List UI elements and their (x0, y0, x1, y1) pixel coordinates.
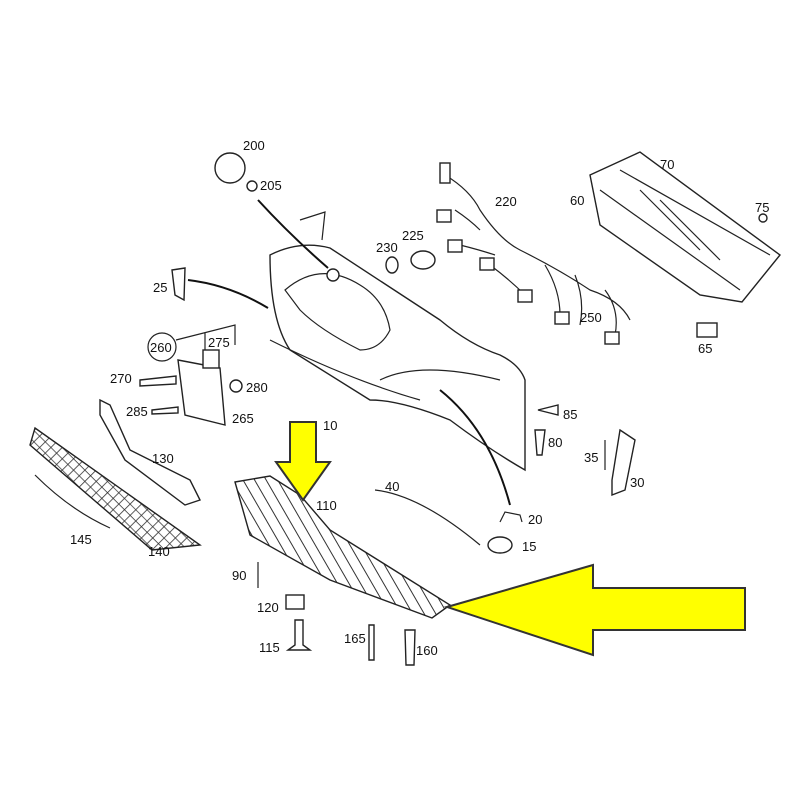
label-25: 25 (153, 280, 167, 295)
label-15: 15 (522, 539, 536, 554)
label-75: 75 (755, 200, 769, 215)
tow-cover-15-part (487, 536, 513, 554)
label-90: 90 (232, 568, 246, 583)
rivet-160-part (404, 629, 416, 666)
bolt-85-part (537, 404, 559, 416)
license-plate-bracket-part (177, 359, 226, 426)
connector-parts (436, 162, 620, 345)
bolt-80-part (534, 429, 546, 456)
callout-260-circle (147, 332, 177, 362)
screw-285-part (151, 406, 179, 415)
leader-25 (187, 279, 269, 309)
bolt-75-part (758, 213, 768, 223)
sensor-part (410, 250, 436, 270)
label-140: 140 (148, 544, 170, 559)
label-115: 115 (259, 640, 280, 655)
label-30: 30 (630, 475, 644, 490)
label-260: 260 (150, 340, 172, 355)
bracket-30-part (611, 428, 636, 497)
bumper-cover-part (269, 244, 526, 472)
highlight-arrow-down (274, 421, 332, 502)
highlight-arrow-left (443, 563, 746, 657)
label-65: 65 (698, 341, 712, 356)
lower-grille-part (29, 426, 202, 551)
label-230: 230 (376, 240, 398, 255)
trim-130-part (99, 398, 201, 506)
label-10: 10 (323, 418, 337, 433)
underbody-panel-part (234, 475, 452, 619)
label-225: 225 (402, 228, 424, 243)
nut-280-part (229, 379, 243, 393)
label-120: 120 (257, 600, 279, 615)
emblem-part (214, 152, 246, 184)
label-110: 110 (316, 498, 337, 513)
emblem-clip-part (246, 180, 258, 192)
rivet-165-part (368, 624, 375, 661)
impact-absorber-part (589, 151, 782, 303)
label-220: 220 (495, 194, 517, 209)
label-130: 130 (152, 451, 174, 466)
label-250: 250 (580, 310, 602, 325)
impact-absorber-detail (599, 169, 771, 291)
cap-65-part (696, 322, 718, 338)
label-85: 85 (563, 407, 577, 422)
bracket-25-part (171, 267, 186, 302)
leader-200 (257, 199, 329, 269)
label-205: 205 (260, 178, 282, 193)
wiring-harness-part (444, 174, 631, 336)
nut-120-part (285, 594, 305, 610)
label-165: 165 (344, 631, 366, 646)
label-270: 270 (110, 371, 132, 386)
screw-115-part (285, 619, 313, 651)
screw-270-part (139, 375, 177, 387)
label-40: 40 (385, 479, 399, 494)
label-35: 35 (584, 450, 598, 465)
trim-40-part (374, 489, 481, 546)
bumper-emblem-mount (326, 268, 340, 282)
label-200: 200 (243, 138, 265, 153)
label-80: 80 (548, 435, 562, 450)
label-160: 160 (416, 643, 438, 658)
label-70: 70 (660, 157, 674, 172)
label-265: 265 (232, 411, 254, 426)
trim-strip-145-part (34, 474, 111, 529)
label-280: 280 (246, 380, 268, 395)
label-285: 285 (126, 404, 148, 419)
label-275: 275 (208, 335, 230, 350)
callout-260-bracket (175, 324, 236, 350)
label-145: 145 (70, 532, 92, 547)
label-60: 60 (570, 193, 584, 208)
bumper-detail (269, 211, 501, 401)
clip-275-part (202, 349, 220, 369)
leader-20 (439, 389, 511, 506)
sensor-ring-part (385, 256, 399, 274)
label-20: 20 (528, 512, 542, 527)
bracket-20-part (499, 511, 523, 523)
